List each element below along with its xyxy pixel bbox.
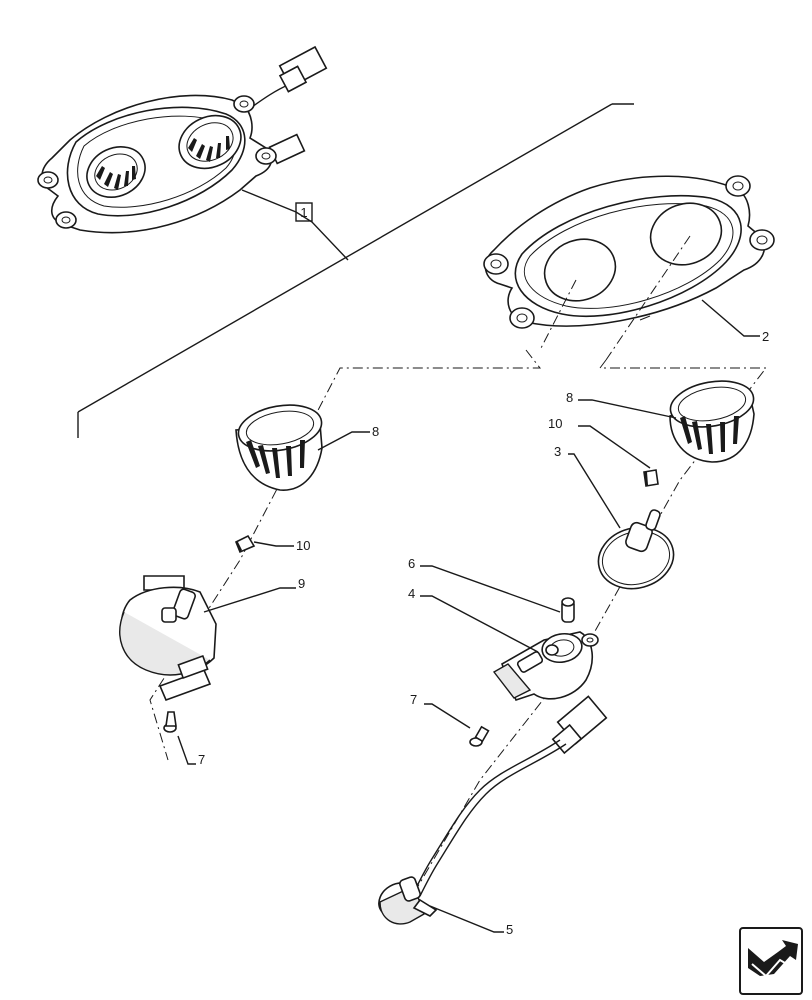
callout-2-label: 2 [762, 329, 769, 344]
screw-left [163, 711, 177, 733]
nozzle-right [669, 380, 755, 463]
leader-3 [568, 453, 621, 529]
callout-8-right-label: 8 [566, 390, 573, 405]
leader-6 [420, 565, 561, 613]
callout-1: 1 [295, 202, 313, 222]
callout-1-label: 1 [300, 205, 307, 220]
callout-8-left-label: 8 [372, 424, 379, 439]
leader-8-left [317, 431, 370, 451]
callout-9-label: 9 [298, 576, 305, 591]
leader-2 [701, 299, 760, 337]
vent-housing [483, 175, 775, 329]
next-page-arrow-icon[interactable] [739, 927, 803, 995]
leader-7-left [177, 735, 196, 765]
knob-shaft [597, 509, 675, 590]
leader-7-right [424, 703, 471, 729]
callout-10-right-label: 10 [548, 416, 562, 431]
leader-8-right [578, 399, 677, 419]
actuator-housing [492, 631, 599, 701]
leader-5 [429, 905, 504, 933]
assembled-vent-housing [37, 45, 328, 234]
leader-10-left [253, 541, 294, 547]
nozzle-left [235, 404, 323, 491]
callout-7-left-label: 7 [198, 752, 205, 767]
sensor-with-cable [378, 695, 608, 925]
actuator-left [119, 575, 217, 702]
callout-6-label: 6 [408, 556, 415, 571]
leader-4 [420, 595, 539, 653]
leader-10-right [578, 425, 651, 469]
pin [561, 597, 575, 623]
callout-3-label: 3 [554, 444, 561, 459]
callout-4-label: 4 [408, 586, 415, 601]
clip-left [234, 534, 256, 554]
screw-right [469, 725, 490, 747]
callout-5-label: 5 [506, 922, 513, 937]
clip-right [643, 469, 659, 487]
assembly-bracket-lines [77, 103, 634, 438]
center-lines [149, 235, 768, 901]
callout-10-left-label: 10 [296, 538, 310, 553]
leader-9 [203, 587, 296, 613]
callout-7-right-label: 7 [410, 692, 417, 707]
